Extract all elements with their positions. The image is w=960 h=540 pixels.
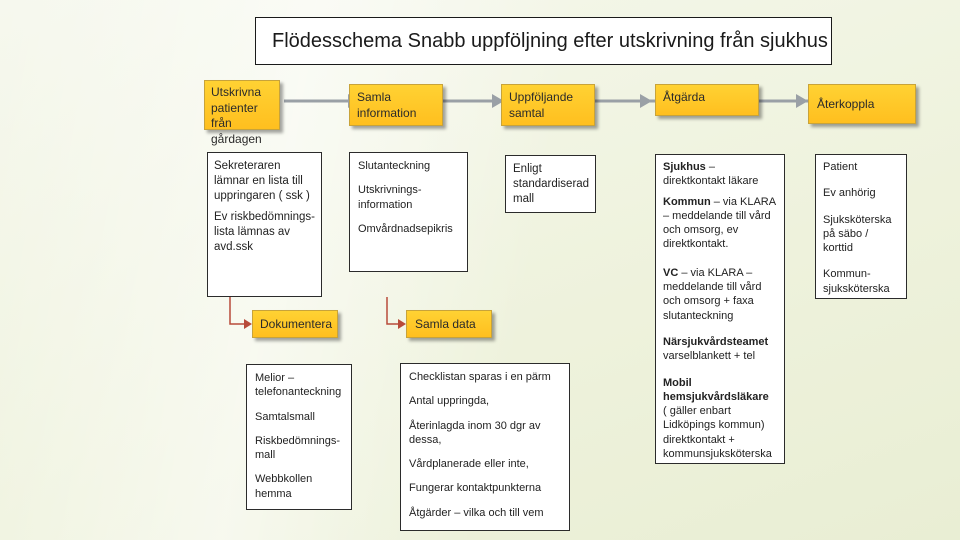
col5-text-4: Kommun-sjuksköterska [823,268,890,295]
samla-data-label-box: Samla data [406,310,492,338]
dokumentera-box: Melior – telefonanteckning Samtalsmall R… [246,364,352,510]
dokumentera-text-4: Webbkollen hemma [255,473,313,500]
col1-text-1: Sekreteraren lämnar en lista till upprin… [214,160,310,202]
samla-data-text-4: Vårdplanerade eller inte, [409,458,529,471]
col4-box: Sjukhus – direktkontakt läkare Kommun – … [655,154,785,464]
col4-vc: VC – via KLARA – meddelande till vård oc… [663,266,762,322]
samla-data-text-6: Åtgärder – vilka och till vem [409,506,544,519]
samla-data-box: Checklistan sparas i en pärm Antal uppri… [400,363,570,531]
header-utskrivna: Utskrivna patienter från gårdagen [204,80,280,146]
bracket-arrow-dokumentera [244,319,252,329]
dokumentera-text-2: Samtalsmall [255,410,315,423]
arrow-head-3 [640,94,652,108]
header-aterkoppla: Återkoppla [808,84,916,124]
col2-text-3: Omvårdnadsepikris [358,222,453,235]
col2-text-1: Slutanteckning [358,160,431,172]
samla-data-text-1: Checklistan sparas i en pärm [409,371,551,383]
header-atgarda: Åtgärda [655,84,759,116]
col4-sjukhus: Sjukhus – direktkontakt läkare [663,161,759,188]
samla-data-text-3: Återinlagda inom 30 dgr av dessa, [409,419,541,446]
col4-mobil: Mobil hemsjukvårdsläkare( gäller enbart … [663,376,772,461]
arrow-head-2 [492,94,504,108]
col5-text-1: Patient [823,161,858,173]
col2-text-2: Utskrivnings-information [358,184,422,211]
col5-text-3: Sjuksköterska på säbo / korttid [823,213,892,255]
header-uppfoljande-samtal: Uppföljande samtal [501,84,595,126]
bracket-dokumentera [229,297,244,325]
col4-kommun: Kommun – via KLARA – meddelande till vår… [663,195,776,251]
bracket-samla-data [386,297,398,325]
dokumentera-text-1: Melior – telefonanteckning [255,372,342,399]
dokumentera-text-3: Riskbedömnings-mall [255,434,340,462]
col5-text-2: Ev anhörig [823,187,876,200]
samla-data-text-2: Antal uppringda, [409,395,490,408]
col1-box: Sekreteraren lämnar en lista till upprin… [207,152,322,297]
page-title: Flödesschema Snabb uppföljning efter uts… [255,17,832,65]
arrow-head-4 [796,94,808,108]
samla-data-text-5: Fungerar kontaktpunkterna [409,482,542,495]
col3-box: Enligt standardiserad mall [505,155,596,213]
bracket-arrow-samla-data [398,319,406,329]
col1-text-2: Ev riskbedömnings-lista lämnas av avd.ss… [214,210,315,253]
header-samla-information: Samla information [349,84,443,126]
col3-text-1: Enligt standardiserad mall [513,163,590,205]
col5-box: Patient Ev anhörig Sjuksköterska på säbo… [815,154,907,299]
col2-box: Slutanteckning Utskrivnings-information … [349,152,468,272]
dokumentera-label-box: Dokumentera [252,310,338,338]
